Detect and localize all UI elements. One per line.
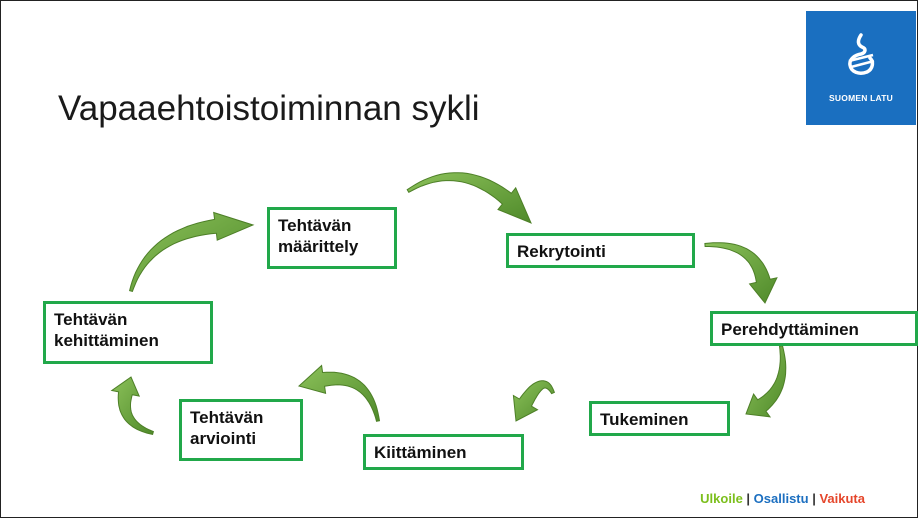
slogan-vaikuta: Vaikuta [819, 491, 865, 506]
step-label: Tukeminen [600, 410, 689, 429]
page-title: Vapaaehtoistoiminnan sykli [58, 89, 480, 128]
curved-arrow-2 [704, 242, 778, 304]
step-label: Tehtävän [190, 408, 264, 427]
step-box-tukeminen: Tukeminen [589, 401, 730, 436]
curved-arrow-7 [128, 211, 255, 293]
step-label: Kiittäminen [374, 443, 467, 462]
step-box-rekrytointi: Rekrytointi [506, 233, 695, 268]
step-box-maarittely: Tehtävän määrittely [267, 207, 397, 269]
slogan-separator: | [742, 491, 754, 506]
suomen-latu-logo: SUOMEN LATU [806, 11, 916, 125]
slogan-ulkoile: Ulkoile [700, 491, 743, 506]
step-label: kehittäminen [54, 331, 159, 350]
curved-arrow-1 [406, 172, 532, 224]
footer-slogan: Ulkoile | Osallistu | Vaikuta [700, 491, 865, 506]
step-box-arviointi: Tehtävän arviointi [179, 399, 303, 461]
step-label: arviointi [190, 429, 257, 448]
step-box-perehdyttaminen: Perehdyttäminen [710, 311, 918, 346]
curved-arrow-4 [512, 380, 556, 422]
step-label: Rekrytointi [517, 242, 606, 261]
curved-arrow-6 [110, 376, 155, 435]
step-box-kiittaminen: Kiittäminen [363, 434, 524, 470]
step-label: Tehtävän [54, 310, 128, 329]
slogan-osallistu: Osallistu [753, 491, 809, 506]
slogan-separator: | [808, 491, 820, 506]
step-label: määrittely [278, 237, 359, 256]
logo-text: SUOMEN LATU [829, 93, 893, 103]
curved-arrow-3 [745, 345, 787, 418]
step-label: Tehtävän [278, 216, 352, 235]
curved-arrow-5 [297, 364, 381, 422]
ski-track-icon [848, 33, 875, 75]
step-label: Perehdyttäminen [721, 320, 859, 339]
step-box-kehittaminen: Tehtävän kehittäminen [43, 301, 213, 364]
